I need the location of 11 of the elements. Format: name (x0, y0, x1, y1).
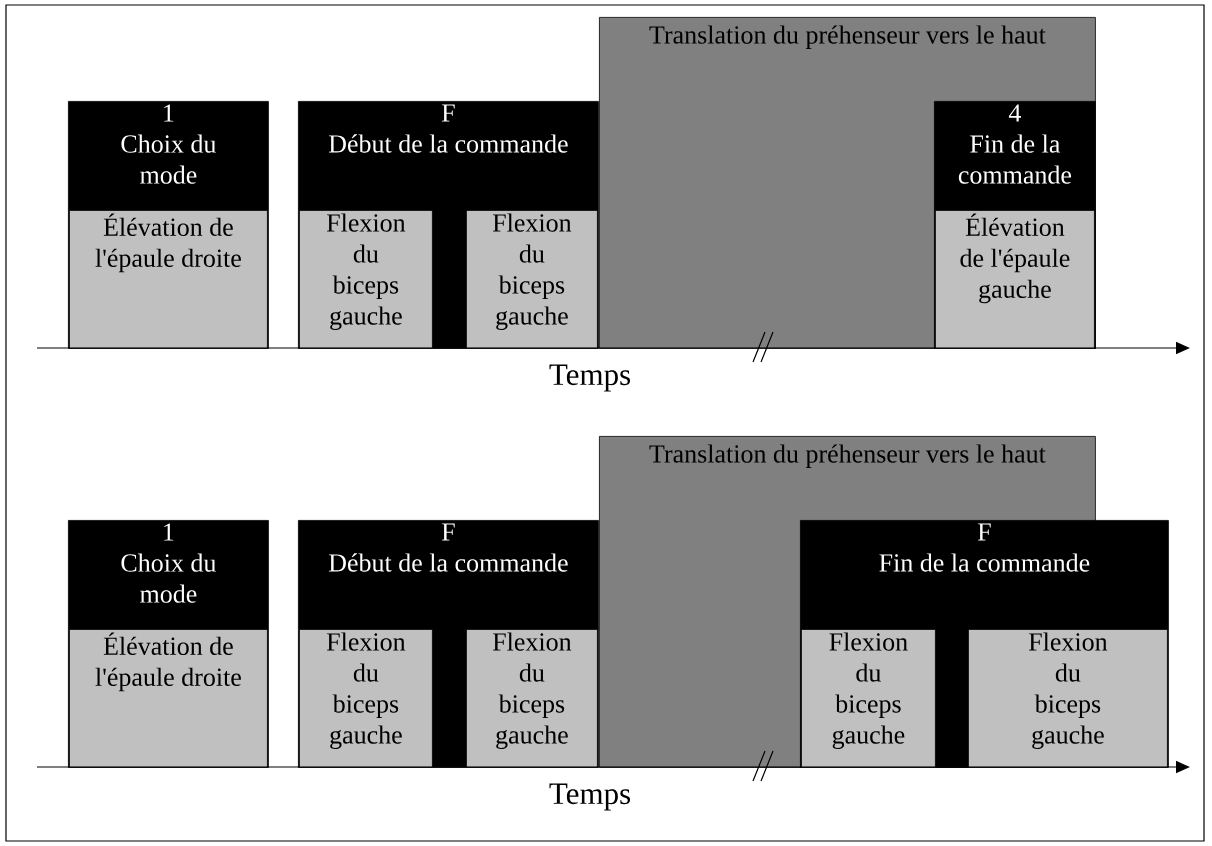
muscle-action-box: Flexion du biceps gauche (466, 210, 598, 349)
axis-label: Temps (549, 783, 631, 811)
muscle-action-box: Élévation de l'épaule droite (69, 629, 268, 768)
muscle-action-box: Flexion du biceps gauche (466, 629, 598, 768)
muscle-action-box: Flexion du biceps gauche (801, 629, 936, 768)
muscle-action-box: Élévation de l'épaule gauche (935, 210, 1095, 349)
muscle-action-box: Élévation de l'épaule droite (69, 210, 268, 349)
muscle-action-box: Flexion du biceps gauche (968, 629, 1168, 768)
muscle-action-box: Flexion du biceps gauche (299, 210, 433, 349)
muscle-action-box: Flexion du biceps gauche (299, 629, 433, 768)
axis-label: Temps (549, 364, 631, 392)
